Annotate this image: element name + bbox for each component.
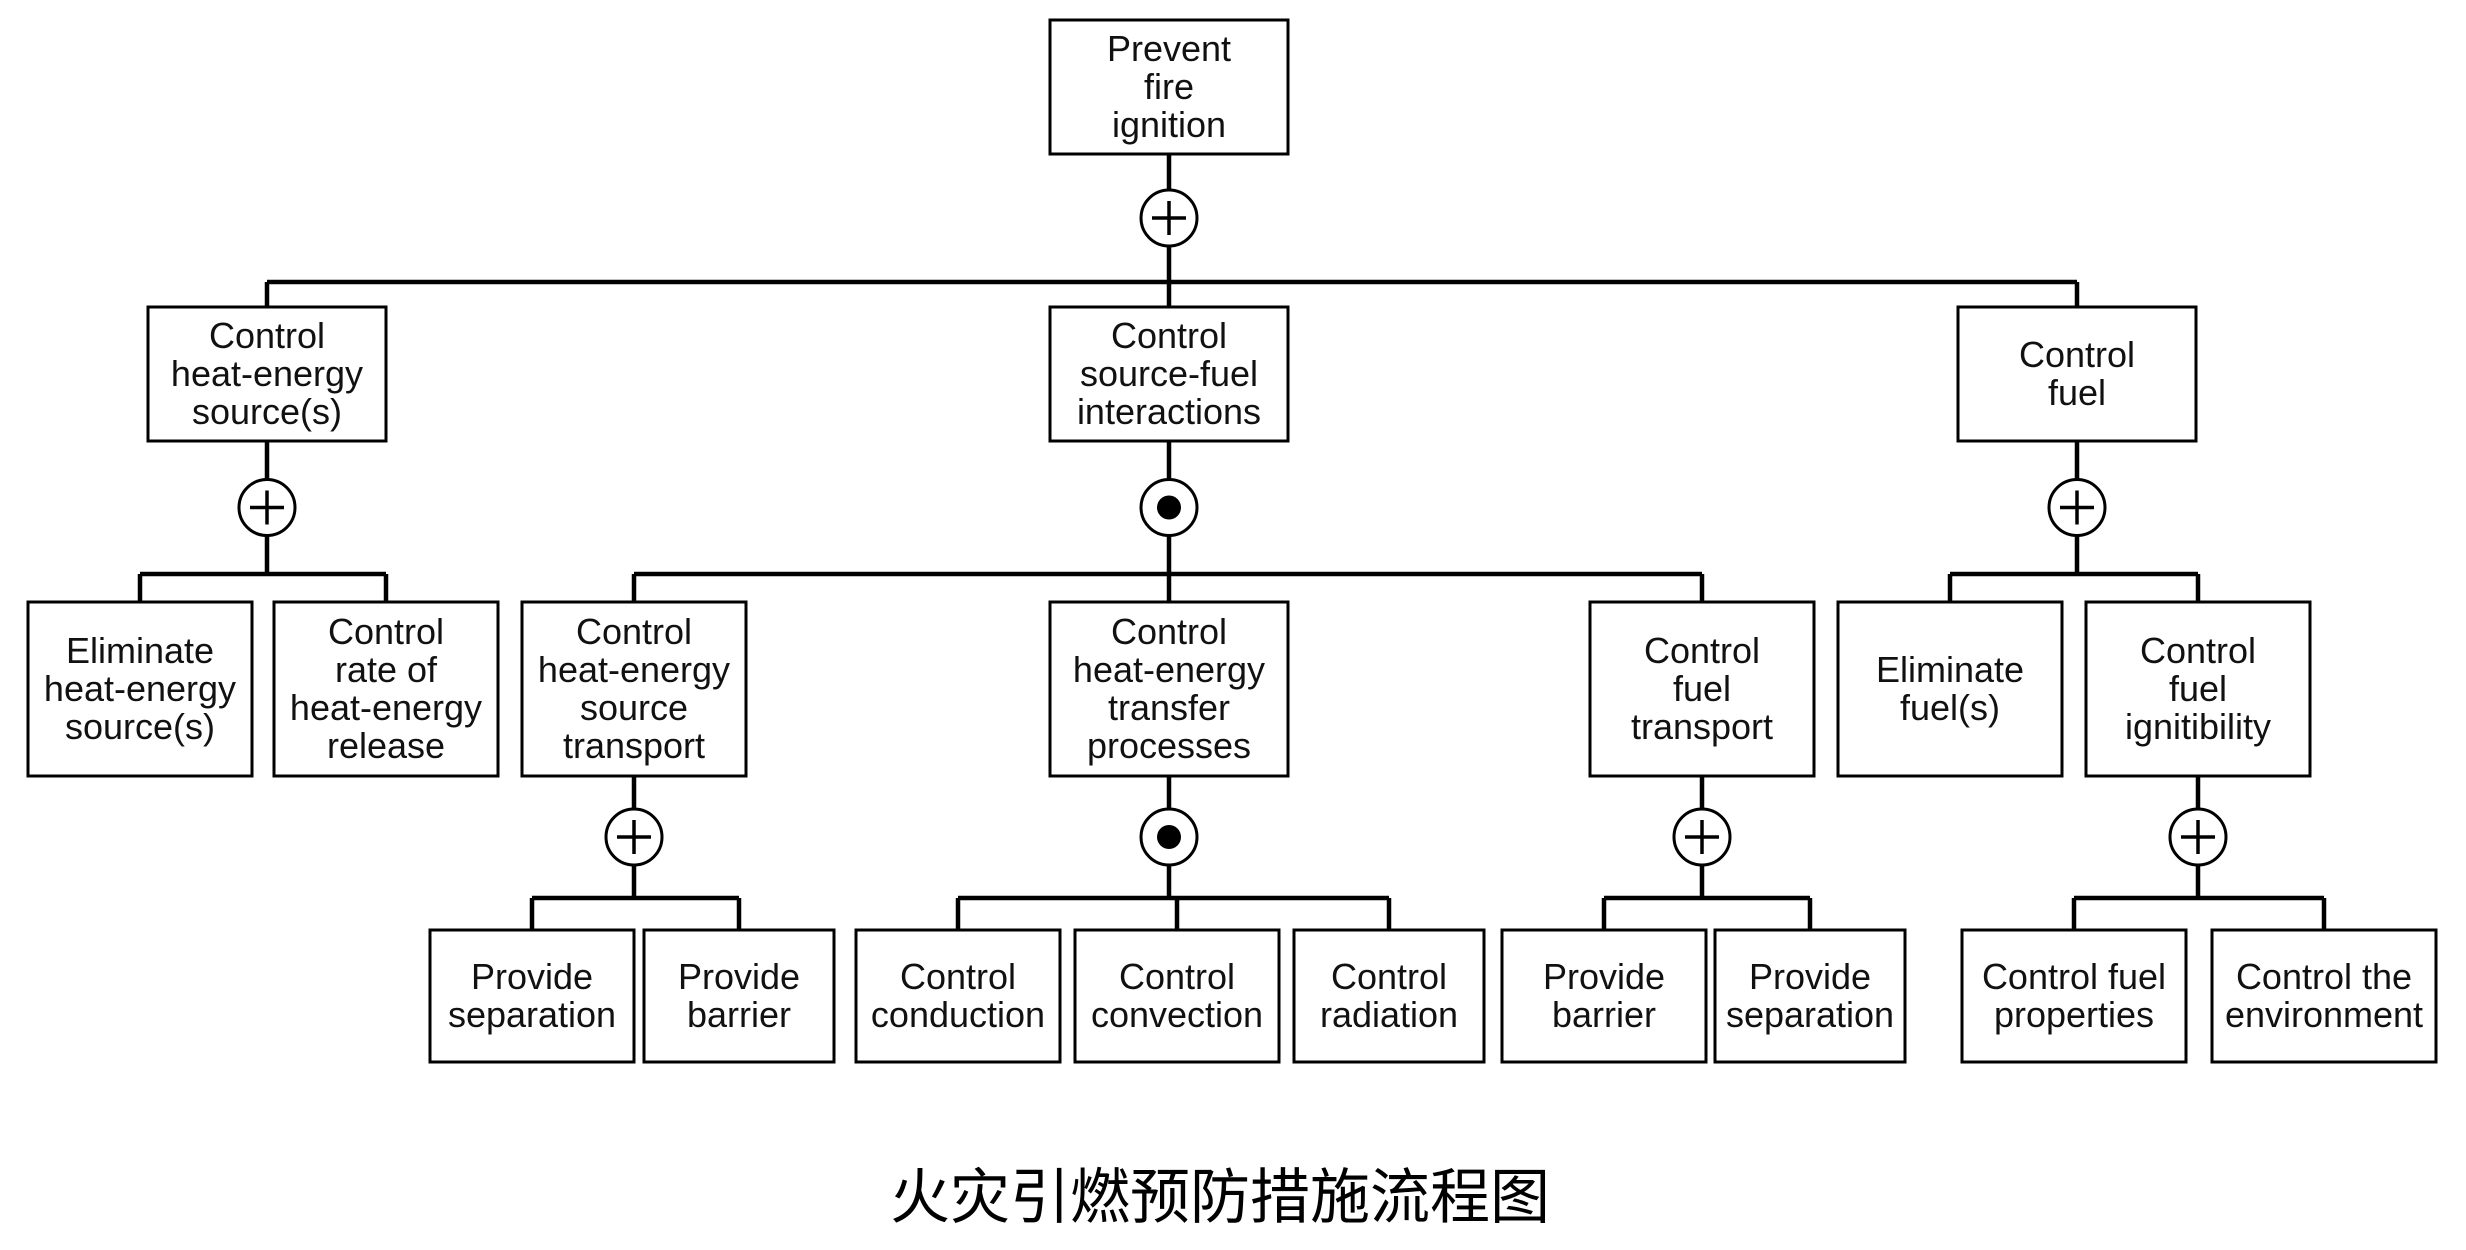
- node-box: [1960, 928, 2188, 1064]
- node-box: [1713, 928, 1907, 1064]
- node-box: [1048, 600, 1290, 778]
- or-gate-icon: [237, 478, 297, 537]
- node-box: [1292, 928, 1486, 1064]
- and-gate-icon: [1139, 478, 1199, 537]
- or-gate-icon: [604, 807, 664, 867]
- node-box: [1956, 305, 2198, 443]
- node-box: [26, 600, 254, 778]
- node-box: [1500, 928, 1708, 1064]
- node-box: [1048, 305, 1290, 443]
- or-gate-icon: [1672, 807, 1732, 867]
- node-box: [146, 305, 388, 443]
- diagram-caption: 火灾引燃预防措施流程图: [890, 1163, 1550, 1233]
- node-box: [1073, 928, 1281, 1064]
- node-box: [2084, 600, 2312, 778]
- node-box: [428, 928, 636, 1064]
- node-box: [1836, 600, 2064, 778]
- node-box: [2210, 928, 2438, 1064]
- or-gate-icon: [2047, 478, 2107, 537]
- logic-gates: [237, 188, 2228, 867]
- node-box: [1588, 600, 1816, 778]
- or-gate-icon: [2168, 807, 2228, 867]
- node-box: [272, 600, 500, 778]
- connector-lines: [137, 154, 2327, 930]
- node-box: [854, 928, 1062, 1064]
- node-box: [1048, 18, 1290, 156]
- and-gate-icon: [1139, 807, 1199, 867]
- or-gate-icon: [1139, 188, 1199, 248]
- node-box: [520, 600, 748, 778]
- node-box: [642, 928, 836, 1064]
